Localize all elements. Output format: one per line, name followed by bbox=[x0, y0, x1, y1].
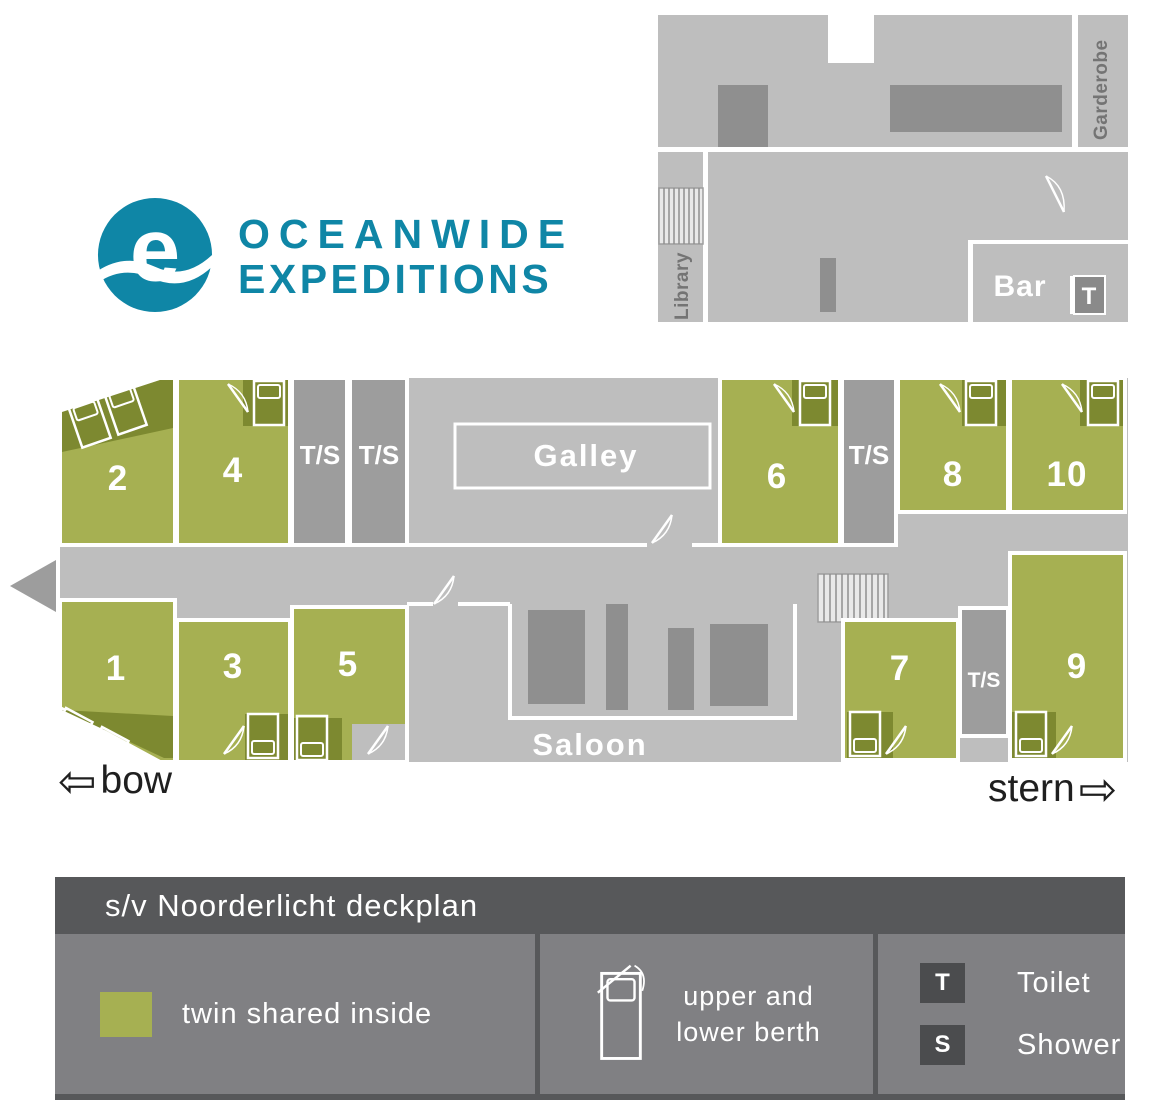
saloon-label: Saloon bbox=[532, 727, 647, 762]
cabin-5-label: 5 bbox=[338, 645, 358, 684]
main-deck-plan: 1 2 3 4 5 6 7 8 9 10 T/S T/S T/S T/S Gal… bbox=[10, 376, 1128, 770]
cabin-8-label: 8 bbox=[943, 455, 963, 494]
cabin-2-label: 2 bbox=[108, 459, 128, 498]
galley-area bbox=[407, 422, 720, 547]
upper-furniture bbox=[718, 85, 768, 147]
bow-label: bow bbox=[100, 759, 173, 802]
cabin-9-label: 9 bbox=[1067, 647, 1087, 686]
berth-label-line1: upper and bbox=[683, 980, 814, 1011]
stairs-main-icon bbox=[817, 573, 889, 623]
berth-label: upper and lower berth bbox=[676, 978, 821, 1051]
legend-facilities: T Toilet S Shower bbox=[873, 934, 1125, 1094]
saloon-table bbox=[528, 610, 585, 704]
shower-label: Shower bbox=[1017, 1028, 1122, 1061]
bow-arrow-icon: ⇦ bbox=[58, 755, 97, 807]
upper-furniture bbox=[820, 258, 836, 312]
upper-toilet-label: T bbox=[1082, 283, 1097, 310]
ts-room-1 bbox=[290, 376, 349, 547]
ts-label-3: T/S bbox=[849, 440, 889, 470]
cabin-4-label: 4 bbox=[223, 451, 243, 490]
cabin-1-label: 1 bbox=[106, 649, 126, 688]
upper-furniture bbox=[890, 85, 1062, 132]
stern-indicator: stern ⇨ bbox=[988, 766, 1117, 812]
logo-wave bbox=[97, 255, 213, 284]
twin-shared-swatch-icon bbox=[100, 991, 152, 1037]
saloon-table bbox=[710, 624, 768, 706]
brand-line-2: EXPEDITIONS bbox=[238, 256, 553, 302]
ts-room-2 bbox=[348, 376, 409, 547]
toilet-label: Toilet bbox=[1017, 966, 1091, 999]
legend-twin-shared: twin shared inside bbox=[55, 934, 535, 1094]
upper-toilet-room bbox=[1073, 275, 1106, 315]
twin-shared-label: twin shared inside bbox=[182, 997, 433, 1030]
saloon-area bbox=[407, 574, 797, 720]
saloon-table bbox=[606, 604, 628, 710]
logo-monogram: e bbox=[130, 200, 180, 301]
cabin-7-label: 7 bbox=[890, 649, 910, 688]
ts-label-4: T/S bbox=[968, 669, 1001, 692]
door-swing-icon bbox=[1044, 175, 1066, 213]
berth-label-line2: lower berth bbox=[676, 1017, 821, 1047]
bunk-bed-legend-icon bbox=[597, 964, 646, 1060]
upper-deck-rooms bbox=[658, 15, 1128, 322]
cabin-6-label: 6 bbox=[767, 457, 787, 496]
ts-label-1: T/S bbox=[300, 440, 340, 470]
galley-label: Galley bbox=[533, 438, 638, 473]
cabin-10-label: 10 bbox=[1047, 455, 1088, 494]
cabin-5-vestibule bbox=[352, 724, 405, 760]
garderobe-label: Garderobe bbox=[1091, 39, 1112, 140]
legend-shower-row: S Shower bbox=[920, 1025, 1121, 1065]
upper-deck-plan: T Bar Library Garderobe bbox=[658, 15, 1128, 322]
cabin-3-label: 3 bbox=[223, 647, 243, 686]
brand-name: OCEANWIDE EXPEDITIONS bbox=[238, 212, 574, 302]
bow-point bbox=[10, 560, 56, 612]
bow-indicator: ⇦ bow bbox=[58, 758, 172, 804]
legend-toilet-row: T Toilet bbox=[920, 963, 1091, 1003]
legend-berth: upper and lower berth bbox=[535, 934, 873, 1094]
logo-circle bbox=[97, 197, 213, 313]
legend-title: s/v Noorderlicht deckplan bbox=[55, 877, 1125, 934]
stairs-upper-icon bbox=[658, 187, 704, 245]
oceanwide-logo-icon: e bbox=[97, 197, 213, 313]
library-label: Library bbox=[672, 252, 693, 320]
ts-label-2: T/S bbox=[359, 440, 399, 470]
bar-label: Bar bbox=[993, 270, 1046, 303]
stern-label: stern bbox=[988, 767, 1075, 810]
ts-room-3 bbox=[840, 376, 898, 547]
toilet-abbr-icon: T bbox=[920, 963, 965, 1003]
legend: s/v Noorderlicht deckplan twin shared in… bbox=[55, 877, 1125, 1100]
stern-arrow-icon: ⇨ bbox=[1078, 763, 1118, 815]
cabin-9 bbox=[1008, 551, 1127, 762]
saloon-table bbox=[668, 628, 694, 710]
legend-body: twin shared inside upper and lower berth… bbox=[55, 934, 1125, 1100]
shower-abbr-icon: S bbox=[920, 1025, 965, 1065]
brand-line-1: OCEANWIDE bbox=[238, 211, 575, 257]
